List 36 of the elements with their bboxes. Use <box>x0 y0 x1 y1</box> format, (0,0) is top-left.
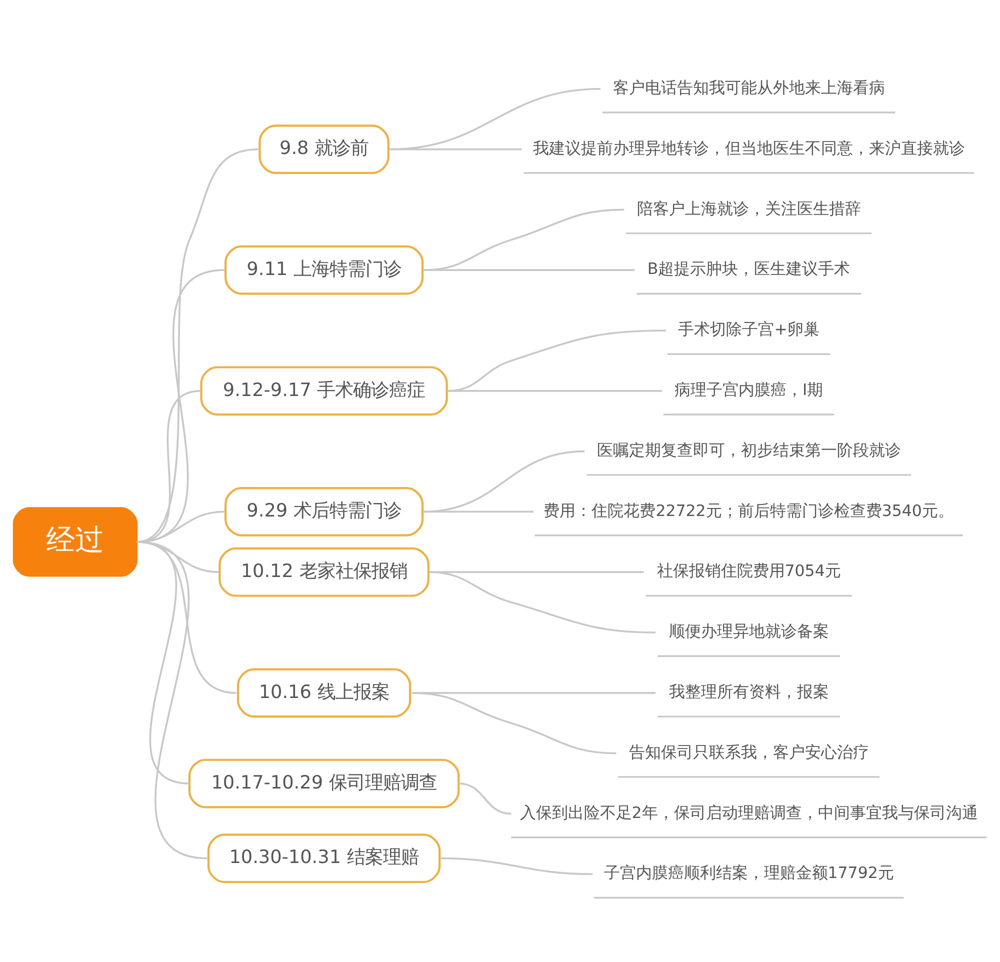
node-box: 9.8 就诊前 <box>258 124 390 174</box>
connector <box>429 570 656 633</box>
node-text: 医嘱定期复查即可，初步结束第一阶段就诊 <box>596 440 901 459</box>
connector <box>447 329 666 392</box>
node-text: 手术切除子宫+卵巢 <box>678 319 820 338</box>
node-box: 9.12-9.17 手术确诊癌症 <box>200 366 448 416</box>
node-text: 病理子宫内膜癌，I期 <box>674 379 824 398</box>
connector <box>136 540 208 859</box>
node-text: 我建议提前办理异地转诊，但当地医生不同意，来沪直接就诊 <box>532 138 965 157</box>
connector <box>424 450 585 512</box>
node-box: 10.12 老家社保报销 <box>218 546 430 596</box>
connector <box>424 510 534 512</box>
node-text: 子宫内膜癌顺利结案，理赔金额17792元 <box>604 862 894 882</box>
node-text: 顺便办理异地就诊备案 <box>668 621 829 640</box>
node-box: 10.16 线上报案 <box>236 668 412 718</box>
connector <box>390 87 600 150</box>
node-text: 入保到出险不足2年，保司启动理赔调查，中间事宜我与保司沟通 <box>520 802 978 822</box>
node-box: 9.11 上海特需门诊 <box>224 244 424 294</box>
node-box: 10.17-10.29 保司理赔调查 <box>188 758 460 808</box>
node-text: 客户电话告知我可能从外地来上海看病 <box>612 77 885 96</box>
connector <box>429 570 644 573</box>
node-text: 社保报销住院费用7054元 <box>656 560 841 580</box>
node-text: 陪客户上海就诊，关注医生措辞 <box>636 198 861 218</box>
connector <box>440 856 593 875</box>
connector <box>424 268 635 271</box>
node-text: 费用：住院花费22722元；前后特需门诊检查费3540元。 <box>544 500 954 520</box>
node-text: 告知保司只联系我，客户安心治疗 <box>628 742 869 761</box>
connector <box>447 389 662 392</box>
node-text: 我整理所有资料，报案 <box>668 681 829 700</box>
node-text: B超提示肿块，医生建议手术 <box>647 258 850 278</box>
node-box: 经过 <box>12 506 138 576</box>
connector <box>390 148 522 150</box>
node-box: 10.30-10.31 结案理赔 <box>207 833 441 883</box>
connector <box>412 691 616 754</box>
node-box: 9.29 术后特需门诊 <box>224 486 424 536</box>
connector <box>458 782 512 814</box>
